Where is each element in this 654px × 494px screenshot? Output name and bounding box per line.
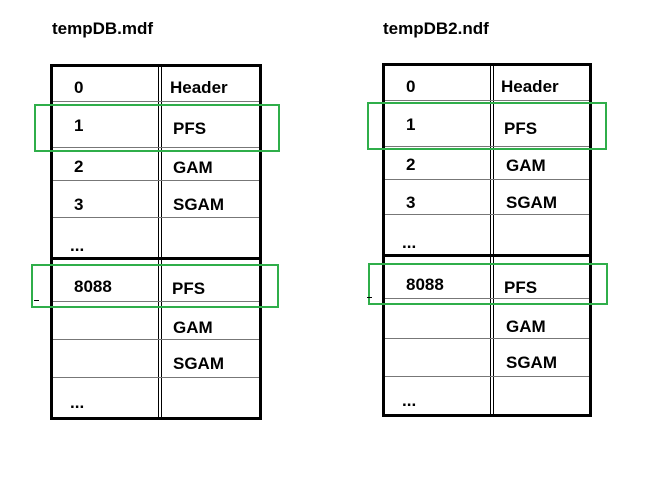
page-number: 0 — [74, 78, 84, 97]
page-number: ... — [402, 233, 417, 252]
pfs-highlight-box — [368, 263, 608, 305]
page-type: SGAM — [506, 193, 557, 212]
row-separator — [53, 180, 259, 181]
page-type: Header — [501, 77, 559, 96]
page-number: 0 — [406, 77, 416, 96]
page-type: GAM — [173, 158, 213, 177]
row-separator — [385, 214, 589, 215]
row-separator-thick — [385, 254, 589, 257]
page-number: 2 — [406, 155, 416, 174]
row-separator — [385, 179, 589, 180]
page-number: 1 — [74, 116, 84, 135]
page-type: PFS — [504, 278, 538, 297]
tick-mark — [367, 297, 372, 298]
page-type: SGAM — [506, 353, 557, 372]
page-number: 8088 — [74, 277, 112, 296]
page-number: 1 — [406, 115, 416, 134]
page-number: ... — [70, 236, 85, 255]
page-number: ... — [402, 391, 417, 410]
tick-mark — [34, 300, 39, 301]
page-number: 8088 — [406, 275, 444, 294]
page-type: PFS — [172, 279, 206, 298]
column-divider — [158, 67, 162, 417]
page-type: GAM — [506, 156, 546, 175]
row-separator — [385, 100, 589, 101]
page-type: SGAM — [173, 195, 224, 214]
row-separator-thick — [53, 257, 259, 260]
row-separator — [53, 147, 259, 148]
row-separator — [53, 217, 259, 218]
row-separator — [53, 377, 259, 378]
page-type: PFS — [173, 119, 207, 138]
page-type: PFS — [504, 119, 538, 138]
pfs-highlight-box — [34, 104, 280, 152]
page-type: Header — [170, 78, 228, 97]
page-type: GAM — [173, 318, 213, 337]
pfs-highlight-box — [367, 102, 607, 150]
file-title-tempdb-mdf: tempDB.mdf — [52, 19, 154, 38]
page-number: 2 — [74, 157, 84, 176]
row-separator — [53, 101, 259, 102]
row-separator — [53, 339, 259, 340]
page-type: SGAM — [173, 354, 224, 373]
page-number: 3 — [406, 193, 416, 212]
row-separator — [385, 298, 589, 299]
file-pages-table-tempdb-mdf: 0 Header 1 PFS 2 GAM 3 SGAM ... 8088 PFS… — [50, 64, 262, 420]
row-separator — [53, 301, 259, 302]
file-pages-table-tempdb2-ndf: 0 Header 1 PFS 2 GAM 3 SGAM ... 8088 PFS… — [382, 63, 592, 417]
page-number: ... — [70, 393, 85, 412]
row-separator — [385, 376, 589, 377]
page-number: 3 — [74, 195, 84, 214]
column-divider — [490, 66, 494, 414]
row-separator — [385, 146, 589, 147]
pfs-highlight-box — [31, 264, 279, 308]
page-type: GAM — [506, 317, 546, 336]
row-separator — [385, 338, 589, 339]
file-title-tempdb2-ndf: tempDB2.ndf — [383, 19, 489, 38]
